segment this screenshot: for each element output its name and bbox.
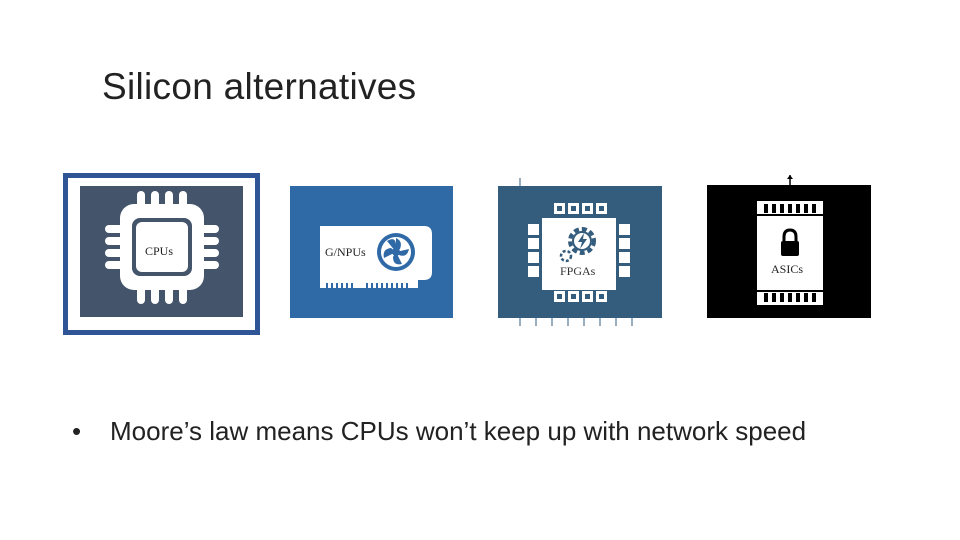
cpus-label: CPUs [145, 244, 174, 258]
lock-icon [781, 228, 799, 256]
gnpus-label: G/NPUs [325, 245, 366, 259]
graphics-card-icon [290, 186, 453, 318]
slide-title: Silicon alternatives [102, 66, 417, 107]
cpus-tile[interactable]: CPUs [63, 173, 260, 335]
bullet-text: Moore’s law means CPUs won’t keep up wit… [110, 416, 807, 446]
bullet-dot-icon: • [72, 416, 82, 446]
asic-chip-icon [707, 175, 871, 318]
asics-label: ASICs [771, 262, 804, 276]
fpga-chip-icon [498, 178, 662, 326]
cpu-chip-icon [63, 173, 260, 335]
asics-tile[interactable]: ASICs [707, 175, 871, 318]
fpgas-tile[interactable]: FPGAs [498, 178, 662, 328]
fpgas-label: FPGAs [560, 264, 596, 278]
bullet-point: • Moore’s law means CPUs won’t keep up wi… [72, 416, 806, 447]
gnpus-tile[interactable]: G/NPUs [290, 186, 453, 318]
